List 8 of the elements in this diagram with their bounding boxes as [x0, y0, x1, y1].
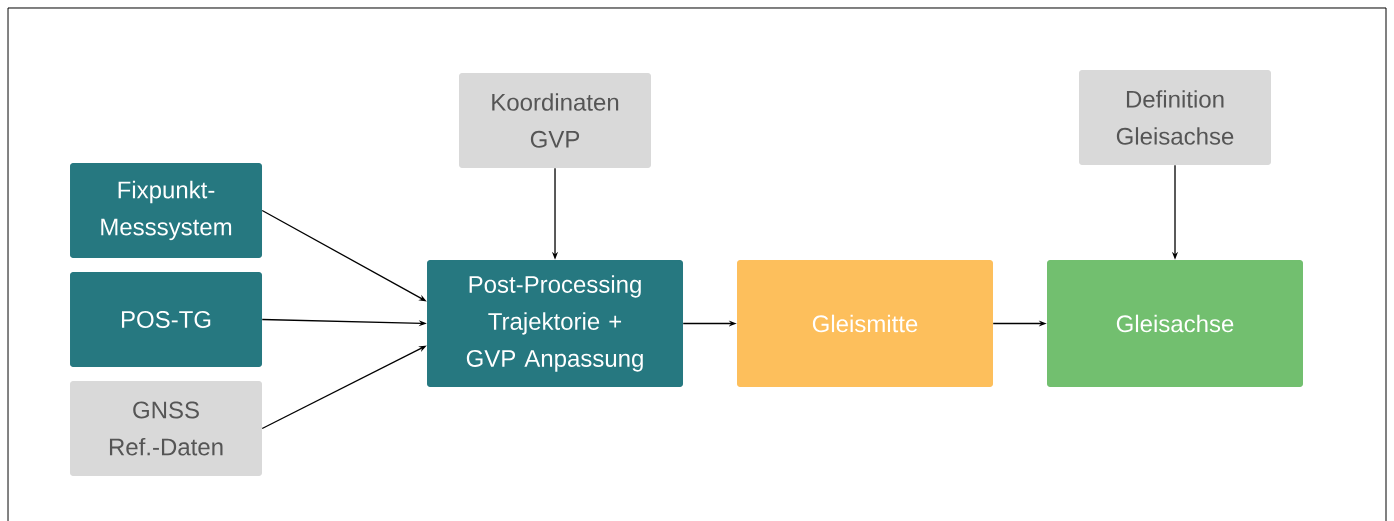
process-box: Gleismitte — [737, 260, 993, 387]
process-box: Post-Processing Trajektorie + GVP Anpassung — [427, 260, 683, 387]
process-box: Fixpunkt-Messsystem — [70, 163, 262, 258]
input-box: Definition Gleisachse — [1079, 70, 1271, 165]
input-box: GNSS Ref.-Daten — [70, 381, 262, 476]
input-box: Koordinaten GVP — [459, 73, 651, 168]
process-box: POS-TG — [70, 272, 262, 367]
process-box: Gleisachse — [1047, 260, 1303, 387]
